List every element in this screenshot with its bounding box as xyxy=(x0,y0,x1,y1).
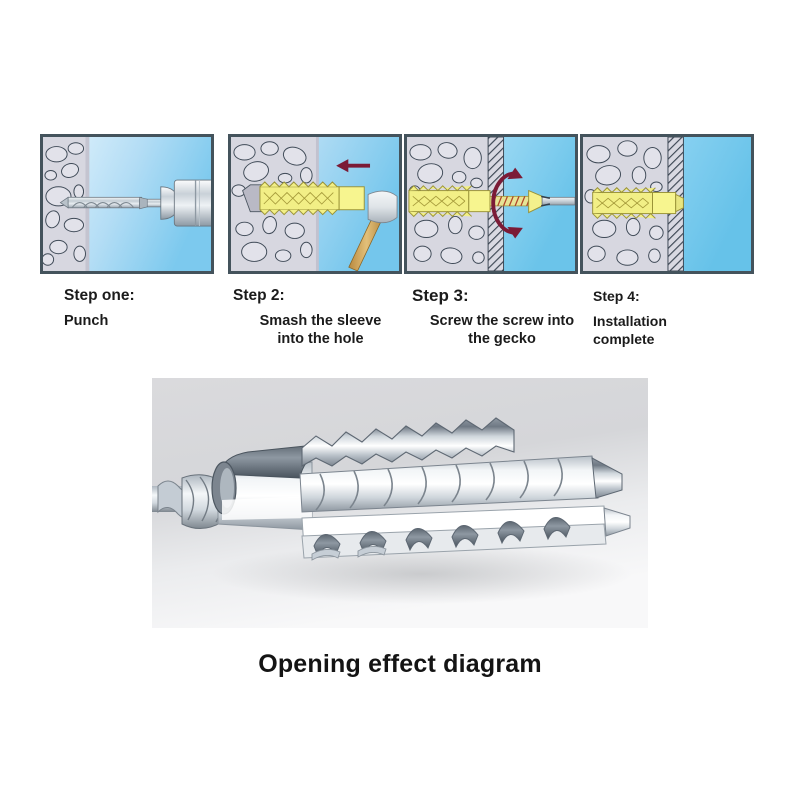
step-3-description-line-1: Screw the screw into xyxy=(429,313,575,329)
product-photo xyxy=(152,378,648,628)
step-captions: Step one: Punch Step 2: Smash the sleeve… xyxy=(40,286,770,356)
step-2-title: Step 2: xyxy=(233,287,285,304)
direction-arrow-left xyxy=(336,159,371,173)
expansion-fins xyxy=(299,417,623,513)
step-4-description-line-1: Installation xyxy=(593,313,667,329)
step-2-description-line-2: into the hole xyxy=(277,331,364,347)
step-4-illustration xyxy=(583,137,751,271)
step-panel-3-screw-in xyxy=(404,134,578,274)
photo-caption: Opening effect diagram xyxy=(258,650,542,678)
step-caption-1: Step one: Punch xyxy=(64,286,234,330)
step-3-illustration xyxy=(407,137,575,271)
rotation-arrow xyxy=(491,171,516,235)
step-caption-3: Step 3: Screw the screw into the gecko xyxy=(412,286,592,348)
step-panel-1-punch xyxy=(40,134,214,274)
step-1-description: Punch xyxy=(64,313,109,329)
step-caption-2: Step 2: Smash the sleeve into the hole xyxy=(233,286,408,348)
anchor-sleeve-body xyxy=(211,443,326,531)
anchor-photo-illustration xyxy=(152,378,648,628)
step-4-description: Installation complete xyxy=(593,312,743,348)
cut-open-sleeve xyxy=(301,505,631,561)
step-3-title: Step 3: xyxy=(412,286,469,305)
installation-steps-strip xyxy=(40,134,760,274)
step-3-description: Screw the screw into the gecko xyxy=(412,312,592,348)
step-4-description-line-2: complete xyxy=(593,331,655,347)
step-1-illustration xyxy=(43,137,211,271)
step-panel-2-smash-sleeve xyxy=(228,134,402,274)
step-2-description-line-1: Smash the sleeve xyxy=(259,313,382,329)
step-2-illustration xyxy=(231,137,399,271)
step-4-title: Step 4: xyxy=(593,288,640,304)
step-caption-4: Step 4: Installation complete xyxy=(593,286,743,348)
step-2-description: Smash the sleeve into the hole xyxy=(233,312,408,348)
step-3-description-line-2: the gecko xyxy=(468,331,536,347)
step-1-title: Step one: xyxy=(64,287,135,304)
step-panel-4-complete xyxy=(580,134,754,274)
